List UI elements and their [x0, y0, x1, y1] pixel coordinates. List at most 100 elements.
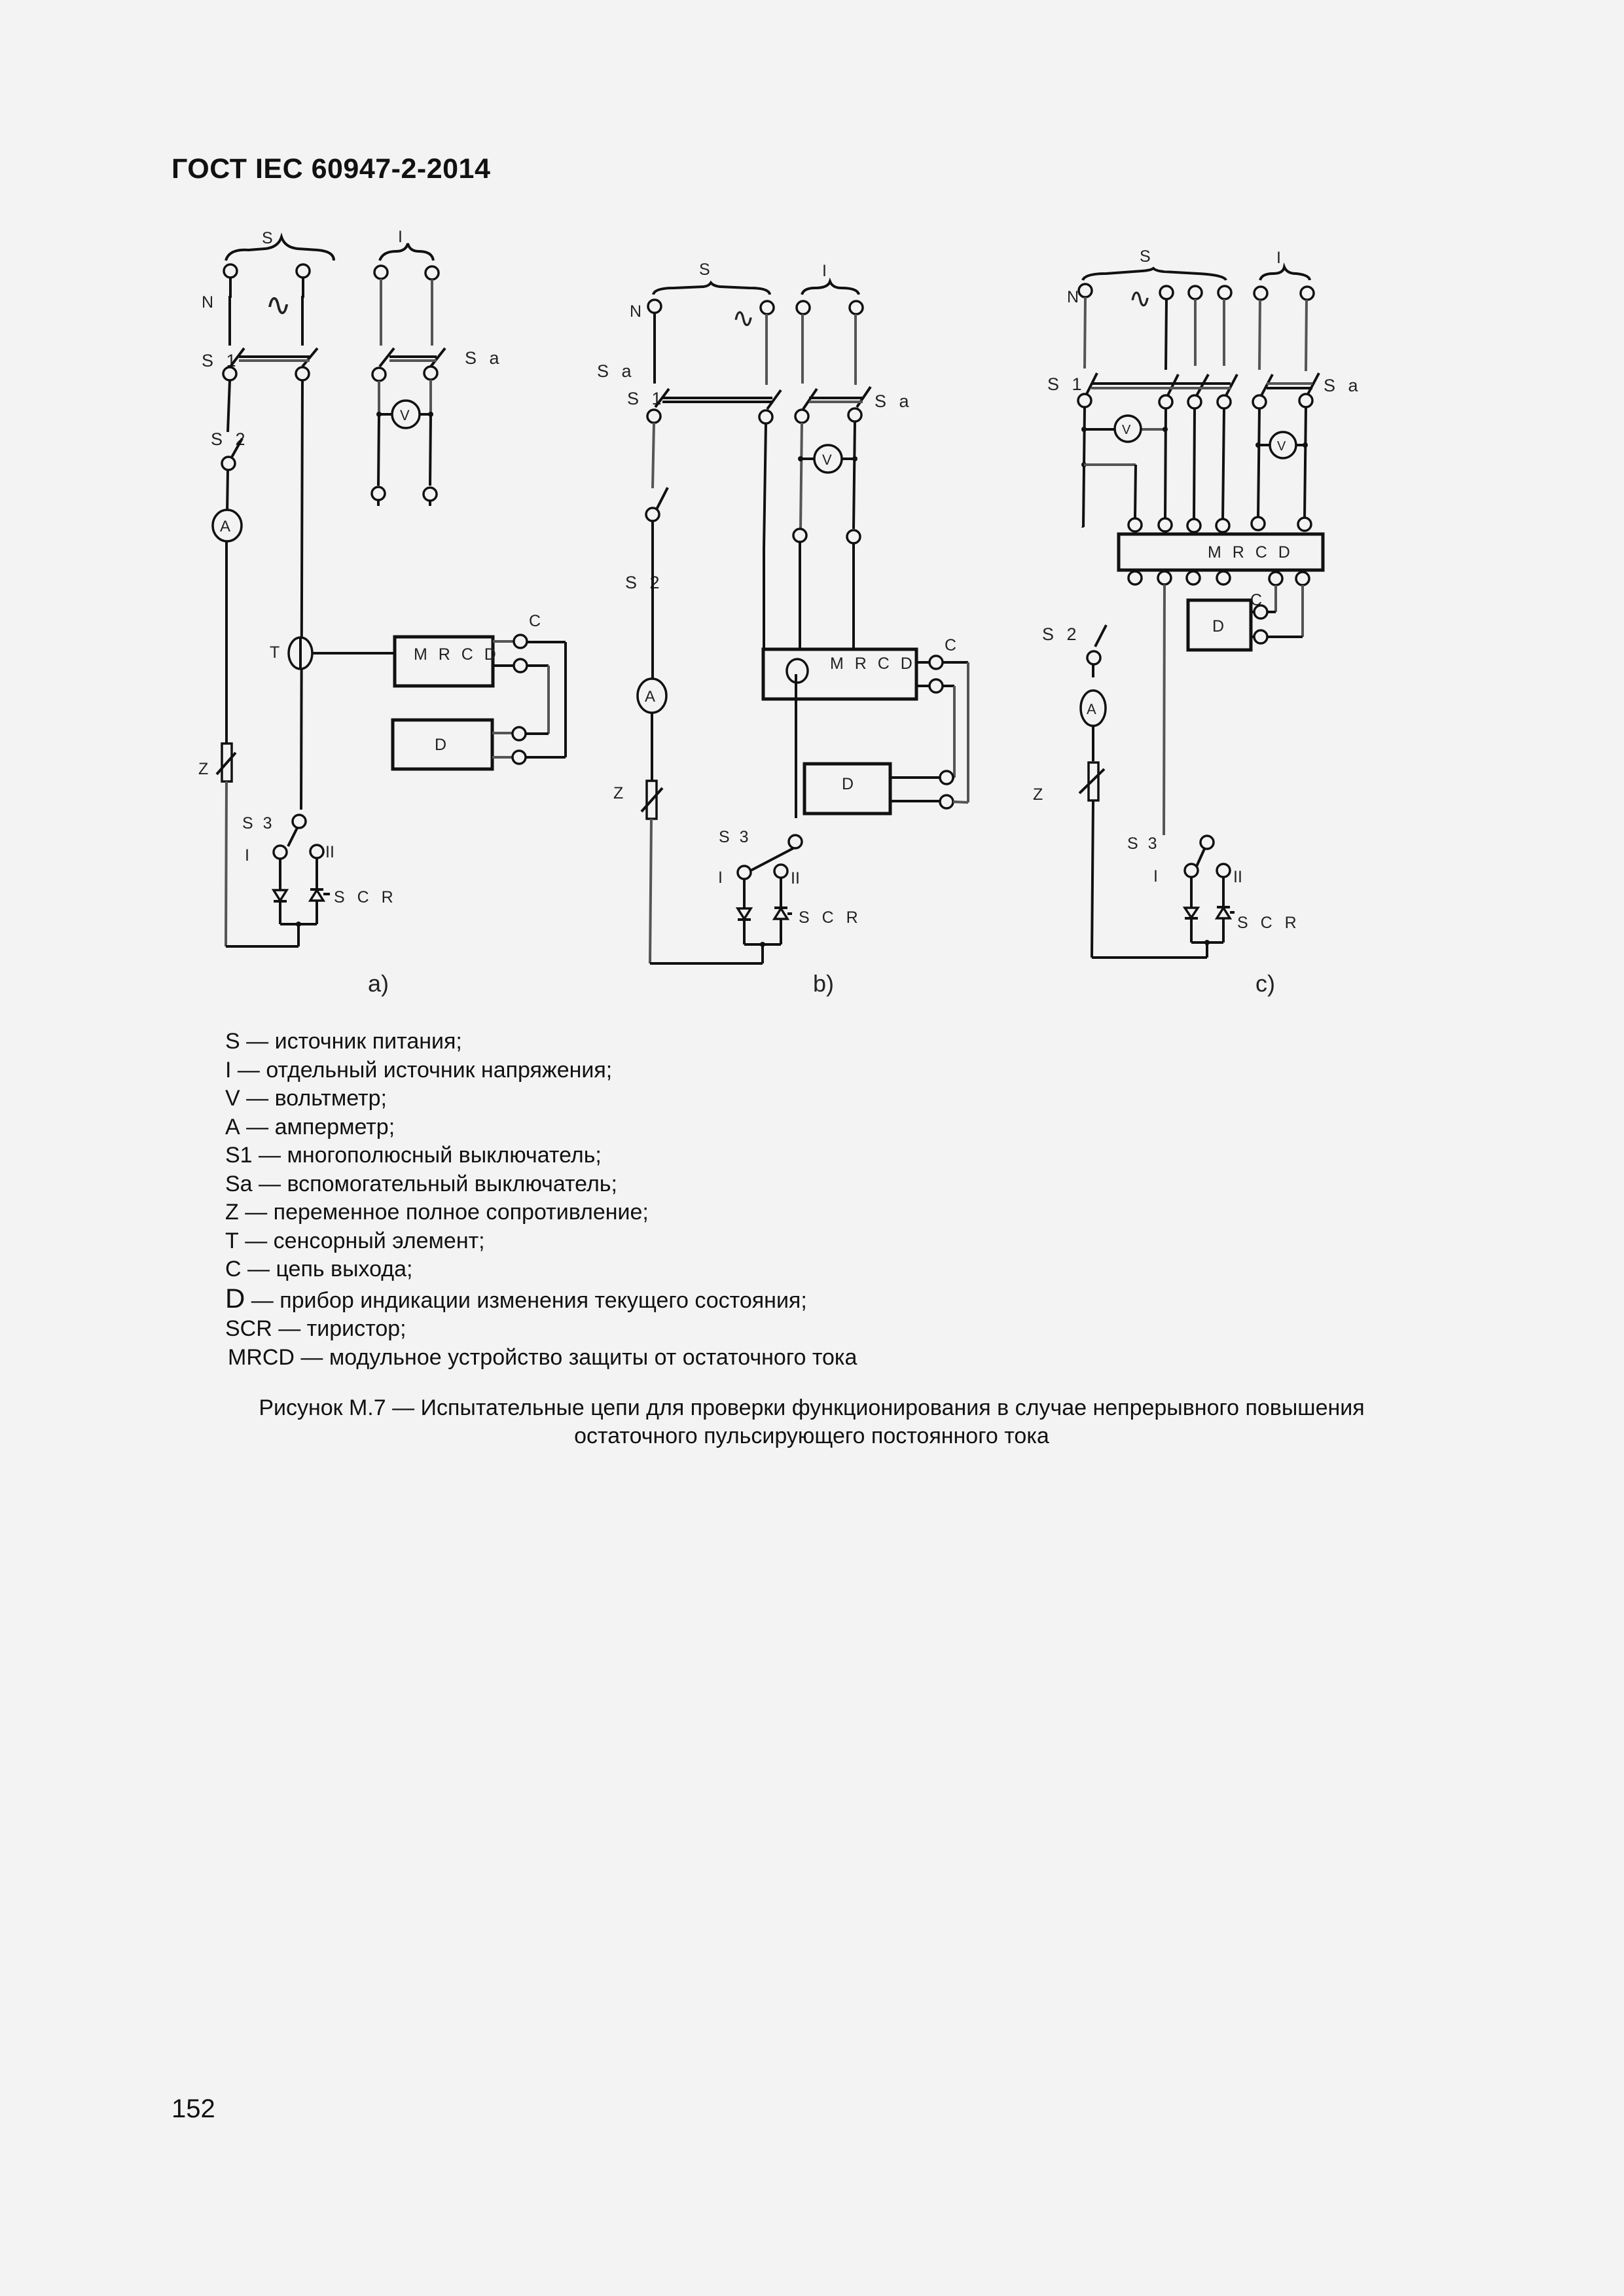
label-s: S	[262, 229, 273, 247]
figure-legend: S — источник питания; I — отдельный исто…	[225, 1028, 857, 1372]
svg-text:D: D	[1212, 617, 1224, 636]
label-s1: S 1	[1047, 374, 1086, 394]
thyristor-icon	[308, 888, 326, 902]
label-sa-top: S a	[597, 361, 636, 381]
label-pos-i: I	[718, 869, 723, 887]
label-pos-ii: II	[325, 843, 334, 861]
brace-s-icon	[1081, 266, 1227, 281]
thyristor-icon	[271, 889, 289, 903]
svg-text:M R C D: M R C D	[1208, 543, 1293, 562]
diagram-b-sublabel: b)	[813, 970, 834, 997]
thyristor-icon	[735, 907, 753, 922]
brace-s-icon	[652, 280, 771, 295]
thyristor-icon	[1214, 905, 1233, 920]
legend-item: Т — сенсорный элемент;	[225, 1228, 485, 1253]
document-header-title: ГОСТ IEC 60947-2-2014	[171, 153, 491, 185]
label-scr: S C R	[1237, 914, 1301, 932]
diagram-a: S I N ∿ S 1 S a	[198, 228, 567, 997]
svg-text:A: A	[645, 688, 655, 706]
label-n: N	[202, 293, 213, 312]
ac-icon: ∿	[265, 288, 291, 323]
figure-test-circuits: S I N ∿ S 1 S a	[198, 228, 1362, 997]
indicator-device-d-box	[1186, 598, 1253, 652]
label-scr: S C R	[334, 888, 397, 906]
label-i: I	[1276, 249, 1281, 267]
voltmeter-icon	[391, 399, 421, 429]
label-i: I	[822, 262, 827, 280]
svg-text:V: V	[400, 407, 410, 423]
legend-item: Z — переменное полное сопротивление;	[225, 1200, 649, 1225]
label-s2: S 2	[211, 429, 249, 449]
ammeter-icon	[1079, 689, 1107, 727]
label-pos-i: I	[245, 846, 249, 865]
indicator-device-d-box	[803, 762, 892, 816]
brace-i-icon	[801, 277, 860, 295]
label-s: S	[1140, 247, 1151, 266]
label-pos-ii: II	[791, 869, 800, 888]
label-z: Z	[613, 784, 623, 802]
caption-line-2: остаточного пульсирующего постоянного то…	[574, 1424, 1049, 1448]
legend-item: S1 — многополюсный выключатель;	[225, 1143, 602, 1168]
diagram-c-sublabel: c)	[1255, 970, 1275, 997]
label-c: C	[529, 612, 541, 630]
thyristor-icon	[772, 906, 790, 920]
legend-item: I — отдельный источник напряжения;	[225, 1057, 613, 1083]
brace-i-icon	[378, 243, 435, 261]
label-pos-i: I	[1153, 867, 1158, 886]
svg-text:V: V	[1277, 439, 1286, 454]
label-t: T	[270, 643, 280, 662]
label-n: N	[630, 302, 641, 321]
label-pos-ii: II	[1233, 868, 1242, 886]
label-i: I	[398, 228, 403, 246]
indicator-device-d-box	[391, 718, 494, 771]
mrcd-box	[761, 647, 918, 701]
label-z: Z	[1033, 785, 1043, 804]
brace-s-icon	[225, 232, 335, 261]
legend-symbol: D	[225, 1282, 245, 1314]
label-scr: S C R	[799, 908, 862, 927]
legend-item: А — амперметр;	[225, 1114, 395, 1139]
label-s2: S 2	[625, 573, 664, 592]
ac-icon: ∿	[1128, 283, 1151, 314]
label-sa: S a	[1324, 376, 1362, 395]
label-c: C	[945, 636, 956, 655]
legend-item: MRCD — модульное устройство защиты от ос…	[228, 1344, 857, 1370]
svg-text:D: D	[842, 775, 854, 793]
svg-text:V: V	[822, 452, 832, 468]
legend-text: — прибор индикации изменения текущего со…	[245, 1287, 807, 1313]
legend-item: V — вольтметр;	[225, 1086, 387, 1111]
label-z: Z	[198, 760, 208, 778]
legend-item: S — источник питания;	[225, 1029, 462, 1054]
thyristor-icon	[1182, 906, 1200, 920]
label-s3: S 3	[242, 814, 275, 833]
label-s3: S 3	[1127, 834, 1160, 853]
diagram-b: S I N S a ∿ S 1 S a V	[597, 260, 969, 997]
page-number: 152	[171, 2094, 215, 2123]
label-n: N	[1067, 288, 1079, 306]
diagram-c: S I N ∿ S 1 S a V	[1033, 247, 1362, 997]
svg-text:M R C D: M R C D	[830, 655, 916, 673]
mrcd-box	[1117, 532, 1325, 572]
brace-i-icon	[1259, 262, 1311, 281]
label-sa: S a	[875, 391, 913, 411]
legend-item: D — прибор индикации изменения текущего …	[225, 1282, 857, 1316]
voltmeter-icon	[813, 444, 843, 474]
variable-impedance-icon	[1087, 761, 1100, 802]
voltmeter-icon	[1269, 431, 1297, 459]
label-s: S	[699, 260, 710, 279]
label-s2: S 2	[1042, 624, 1081, 644]
legend-item: С — цепь выхода;	[225, 1257, 413, 1282]
svg-text:M R C D: M R C D	[414, 645, 499, 664]
diagram-a-sublabel: a)	[368, 970, 389, 997]
svg-text:D: D	[435, 736, 446, 754]
svg-text:V: V	[1122, 423, 1131, 437]
legend-item: SCR — тиристор;	[225, 1316, 406, 1341]
svg-text:A: A	[1087, 701, 1096, 717]
legend-item: Sa — вспомогательный выключатель;	[225, 1171, 617, 1196]
label-s1: S 1	[627, 389, 666, 408]
label-s3: S 3	[719, 828, 751, 846]
caption-line-1: Рисунок М.7 — Испытательные цепи для про…	[259, 1395, 1365, 1420]
voltmeter-icon	[1113, 414, 1142, 443]
svg-text:A: A	[220, 518, 230, 535]
mrcd-box	[393, 635, 495, 688]
